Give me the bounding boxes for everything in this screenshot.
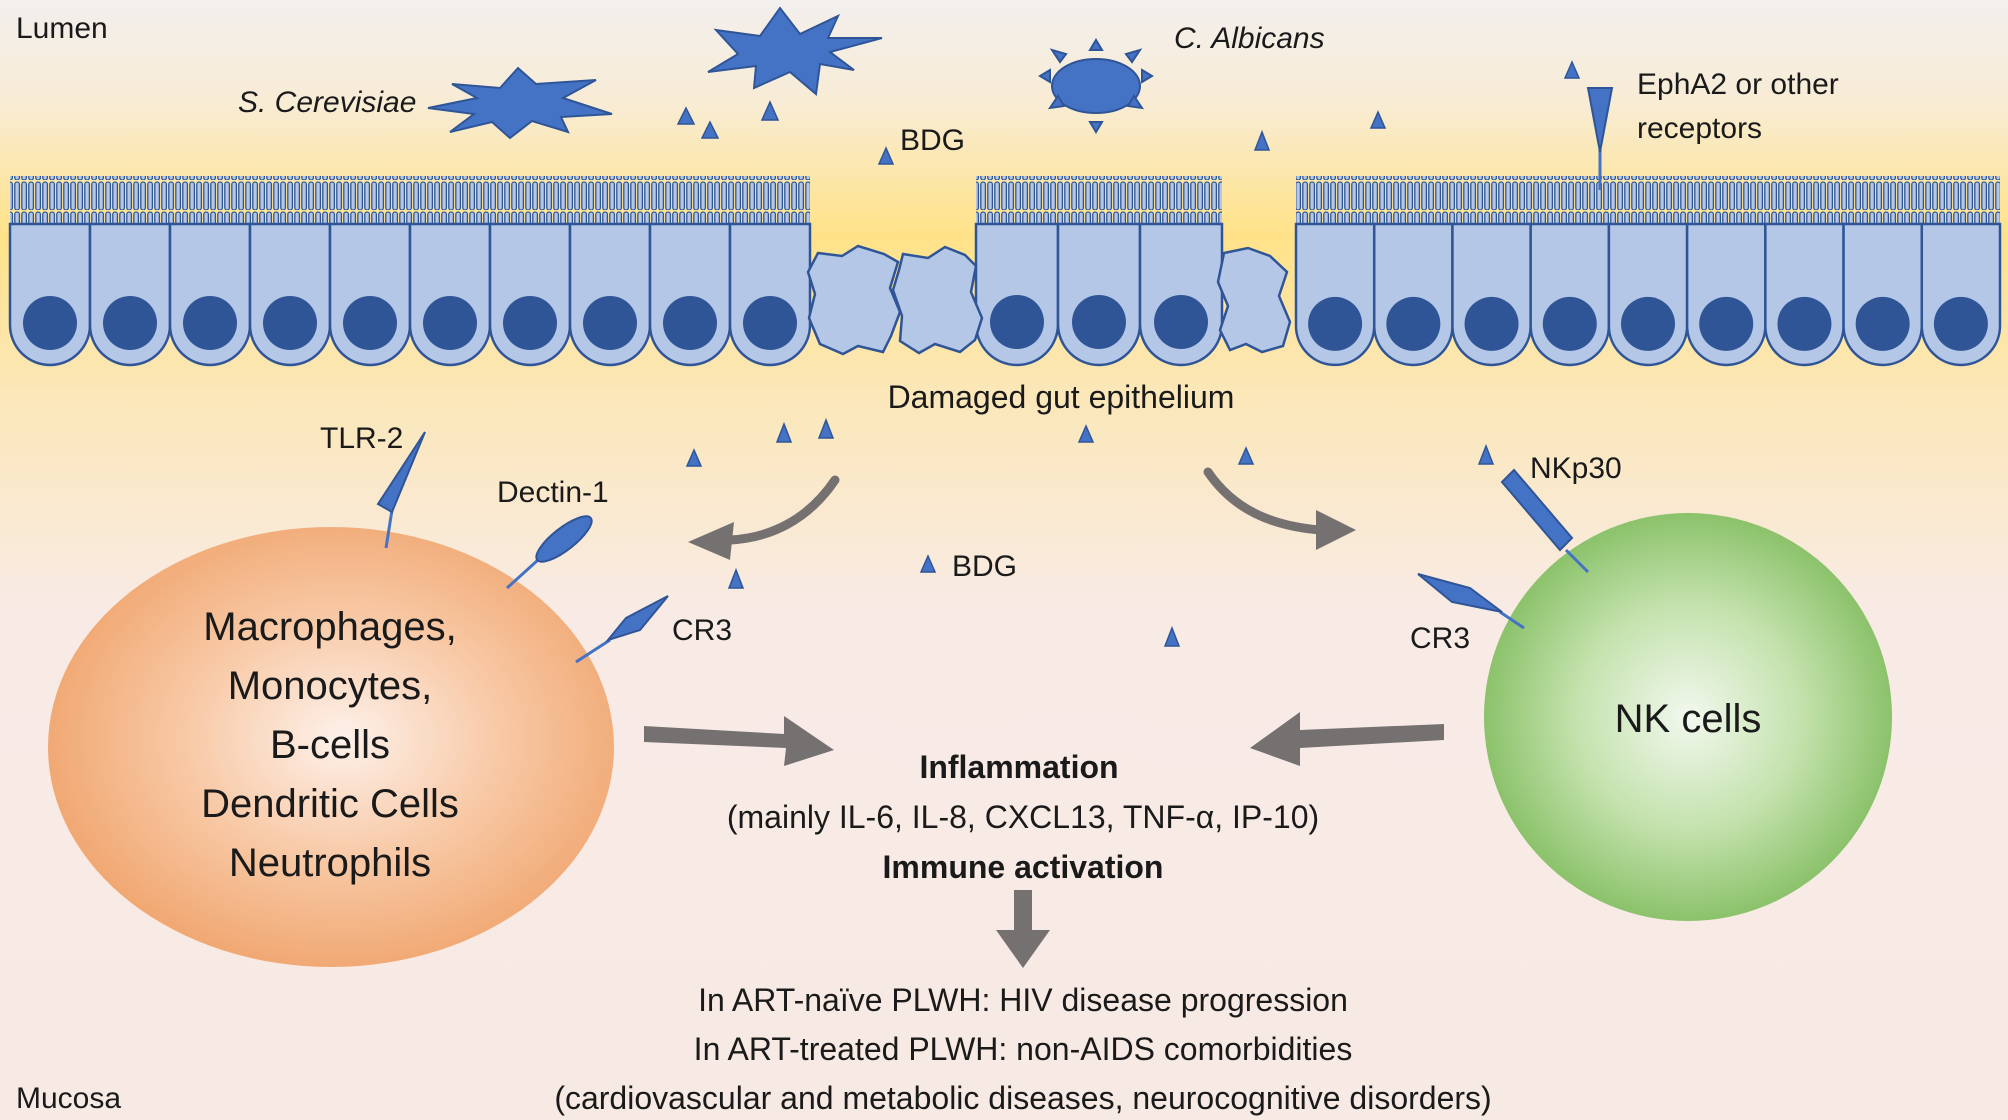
bdg-particle xyxy=(676,106,696,125)
immune-activation-heading: Immune activation xyxy=(883,849,1164,885)
myeloid-cell-line: Neutrophils xyxy=(229,841,431,885)
cell-nucleus xyxy=(1154,295,1208,349)
bdg-particle xyxy=(1163,625,1181,647)
epha2-label: EphA2 or other xyxy=(1637,68,1839,101)
cr3-left-label: CR3 xyxy=(672,614,732,647)
cr3-left-receptor xyxy=(575,595,669,664)
myeloid-cell-label: Macrophages, Monocytes, B-cells Dendriti… xyxy=(201,605,459,885)
microvilli xyxy=(976,176,1222,230)
microvilli xyxy=(10,176,810,230)
bdg-particle xyxy=(775,421,793,443)
bdg-particle xyxy=(685,448,703,467)
nk-cell xyxy=(1484,513,1892,921)
bdg-particle xyxy=(817,417,835,439)
damaged-cells xyxy=(806,244,1292,356)
mucosa-label: Mucosa xyxy=(16,1082,121,1115)
cell-nucleus xyxy=(1699,296,1754,351)
nkp30-receptor xyxy=(1500,468,1590,574)
nkp30-label: NKp30 xyxy=(1530,452,1622,485)
tlr2-receptor xyxy=(376,431,426,549)
curved-arrows xyxy=(725,467,1325,545)
bdg-particle xyxy=(727,567,745,589)
myeloid-cell-line: Dendritic Cells xyxy=(201,782,459,826)
cell-nucleus xyxy=(1386,296,1441,351)
s-cerevisiae-label: S. Cerevisiae xyxy=(238,86,416,119)
arrow-nk-to-inflammation xyxy=(1250,712,1444,766)
microvilli xyxy=(1296,176,2000,230)
bdg-particle xyxy=(1253,129,1271,151)
s-cerevisiae-fungus xyxy=(427,66,613,140)
cell-nucleus xyxy=(263,296,317,350)
nk-cell-label: NK cells xyxy=(1615,697,1762,741)
curved-arrow-left xyxy=(725,475,840,545)
arrow-myeloid-to-inflammation xyxy=(644,716,834,766)
myeloid-cell xyxy=(48,527,614,967)
outcome-line-1: In ART-naïve PLWH: HIV disease progressi… xyxy=(698,982,1348,1018)
curved-arrow-right xyxy=(1203,467,1325,535)
myeloid-cell-line: Macrophages, xyxy=(203,605,456,649)
cell-nucleus xyxy=(1777,296,1832,351)
cr3-right-receptor xyxy=(1417,573,1525,630)
cell-nucleus xyxy=(1542,296,1597,351)
damaged-cell xyxy=(891,245,984,355)
cell-nucleus xyxy=(423,296,477,350)
arrow-down-to-outcome xyxy=(996,890,1050,968)
dectin1-receptor xyxy=(505,515,593,590)
bdg-particle xyxy=(700,120,720,139)
cell-nucleus xyxy=(583,296,637,350)
outcome-line-2: In ART-treated PLWH: non-AIDS comorbidit… xyxy=(694,1031,1353,1067)
bdg-particles xyxy=(676,60,1581,647)
bdg-particle xyxy=(1477,443,1495,465)
damaged-cell xyxy=(806,244,902,356)
cell-nucleus xyxy=(1308,296,1363,351)
cell-nucleus xyxy=(743,296,797,350)
myeloid-cell-line: Monocytes, xyxy=(228,664,433,708)
fungus-cell xyxy=(707,6,883,96)
bdg-particle xyxy=(1563,60,1581,79)
inflammation-heading: Inflammation xyxy=(919,749,1118,785)
damaged-cell xyxy=(1216,246,1292,354)
cr3-right-label: CR3 xyxy=(1410,622,1470,655)
cell-nucleus xyxy=(990,295,1044,349)
cell-nucleus xyxy=(1072,295,1126,349)
bdg-particle xyxy=(1077,424,1095,443)
bdg-label-top: BDG xyxy=(900,124,965,157)
cell-nucleus xyxy=(663,296,717,350)
cell-nucleus xyxy=(1464,296,1519,351)
tlr2-label: TLR-2 xyxy=(320,422,403,455)
myeloid-cell-line: B-cells xyxy=(270,723,390,767)
gut-epithelium xyxy=(8,176,2002,367)
cell-nucleus xyxy=(23,296,77,350)
straight-arrows xyxy=(644,712,1444,968)
epha2-label-2: receptors xyxy=(1637,112,1762,145)
cell-nucleus xyxy=(103,296,157,350)
damaged-epithelium-label: Damaged gut epithelium xyxy=(888,379,1235,415)
cell-nucleus xyxy=(1933,296,1988,351)
c-albicans-fungus xyxy=(1038,38,1154,134)
epha2-receptor xyxy=(1586,87,1614,190)
curved-arrow-heads xyxy=(688,510,1356,560)
bdg-particle xyxy=(1369,110,1387,129)
bdg-particle xyxy=(1237,446,1255,465)
cell-nucleus xyxy=(1621,296,1675,351)
c-albicans-label: C. Albicans xyxy=(1174,22,1325,55)
cell-nucleus xyxy=(343,296,397,350)
cytokines-text: (mainly IL-6, IL-8, CXCL13, TNF-α, IP-10… xyxy=(727,799,1319,835)
bdg-particle xyxy=(919,554,937,573)
cell-nucleus xyxy=(183,296,237,350)
bdg-particle xyxy=(760,100,780,121)
cell-nucleus xyxy=(1855,296,1910,351)
dectin1-label: Dectin-1 xyxy=(497,476,609,509)
bdg-particle xyxy=(877,146,895,165)
lumen-label: Lumen xyxy=(16,12,108,45)
cell-nucleus xyxy=(503,296,557,350)
bdg-label-middle: BDG xyxy=(952,550,1017,583)
outcome-line-3: (cardiovascular and metabolic diseases, … xyxy=(554,1080,1491,1116)
